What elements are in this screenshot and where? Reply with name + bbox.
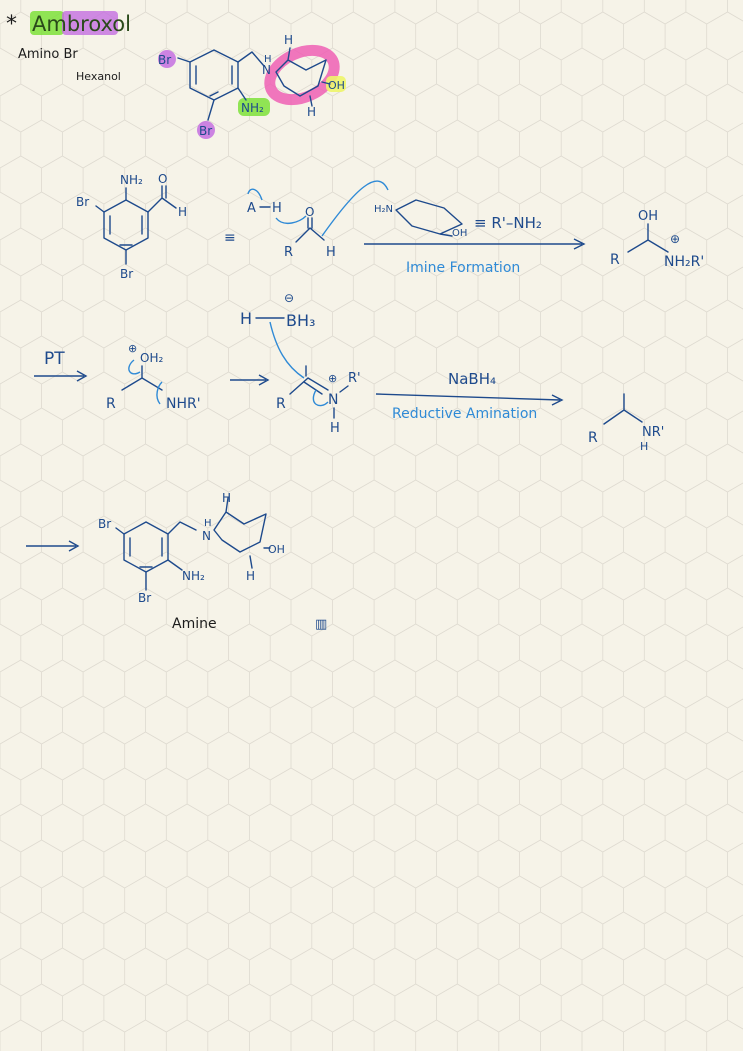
carbonyl-o: O — [305, 205, 314, 219]
acid-a: A — [247, 201, 256, 216]
ambroxol-h-bottom: H — [307, 105, 316, 119]
iminium-ion: ⊕ N R' R H — [276, 365, 361, 436]
product-h: H — [640, 440, 648, 453]
product-nr: NR' — [642, 425, 664, 440]
final-br-bottom: Br — [138, 591, 151, 605]
hemiaminal2-nhr: NHR' — [166, 396, 201, 412]
subtitle-line-1: Amino Br — [18, 47, 78, 62]
ambroxol-structure-final: Br Br NH₂ N H H H OH Amine ▥ — [98, 491, 327, 632]
br-highlight-top — [158, 50, 176, 68]
reductive-amination-label: Reductive Amination — [392, 406, 537, 422]
pt-label: PT — [44, 349, 65, 369]
amine-product: R NR' H — [588, 393, 664, 453]
oh2-label: OH₂ — [140, 351, 163, 365]
ambroxol-structure-top: Br Br NH₂ N H H H OH — [158, 33, 346, 139]
ambroxol-br-bottom: Br — [199, 124, 212, 138]
hemiaminal-r: R — [610, 252, 620, 268]
cyclohexyl-h2n: H₂N — [374, 204, 393, 215]
amine-caption: Amine — [172, 616, 217, 632]
final-h-bottom: H — [246, 569, 255, 583]
generic-carbonyl: A H O R H — [247, 180, 389, 260]
hemiaminal-oh: OH — [638, 209, 658, 224]
title-highlight-purple — [62, 11, 118, 35]
equivalence-sign: ≡ — [224, 230, 236, 246]
ambroxol-nh-h: H — [264, 54, 272, 65]
hemiaminal-nh2r: NH₂R' — [664, 254, 704, 270]
aldehyde-nh2: NH₂ — [120, 173, 143, 187]
iminium-h: H — [330, 421, 340, 436]
subtitle-line-2: Hexanol — [76, 70, 121, 83]
title-highlight-green — [30, 11, 64, 35]
ambroxol-n: N — [262, 63, 271, 77]
br-highlight-bottom — [197, 121, 215, 139]
acid-h: H — [272, 201, 282, 216]
amine-equivalence: ≡ R'–NH₂ — [474, 214, 542, 232]
aldehyde-br-bottom: Br — [120, 267, 133, 281]
arrow-to-iminium[interactable] — [230, 374, 270, 386]
borohydride-minus: ⊖ — [284, 291, 294, 305]
final-nh-h: H — [204, 518, 212, 529]
iminium-plus: ⊕ — [328, 372, 337, 385]
carbonyl-h: H — [326, 245, 336, 260]
reductive-amination-arrow[interactable]: NaBH₄ Reductive Amination — [375, 370, 564, 422]
final-nh2: NH₂ — [182, 569, 205, 583]
final-h-top: H — [222, 491, 231, 505]
cyclohexane-highlight — [264, 44, 340, 106]
hemiaminal-product: OH R ⊕ NH₂R' — [610, 209, 704, 270]
title-block: * Ambroxol Amino Br Hexanol — [6, 11, 131, 83]
cyclohexyl-oh: OH — [452, 228, 467, 239]
iminium-rprime: R' — [348, 371, 361, 386]
final-n: N — [202, 529, 211, 543]
ambroxol-h-top: H — [284, 33, 293, 47]
final-arrow[interactable] — [26, 540, 80, 552]
borohydride-bh3: BH₃ — [286, 311, 315, 330]
ambroxol-oh: OH — [328, 79, 345, 92]
title-text: Ambroxol — [32, 12, 131, 36]
oh-highlight — [326, 76, 346, 92]
aldehyde-o: O — [158, 172, 167, 186]
borohydride: ⊖ H BH₃ — [240, 291, 315, 379]
iminium-n: N — [328, 392, 338, 408]
nh2-highlight — [238, 98, 270, 116]
title-star: * — [6, 12, 17, 37]
final-oh: OH — [268, 543, 285, 556]
ambroxol-br-top: Br — [158, 53, 171, 67]
imine-formation-arrow[interactable]: Imine Formation — [364, 238, 586, 276]
protonated-hemiaminal: ⊕ OH₂ R NHR' — [106, 342, 201, 412]
borohydride-h: H — [240, 309, 252, 328]
aldehyde-br-left: Br — [76, 195, 89, 209]
imine-formation-label: Imine Formation — [406, 260, 520, 276]
ambroxol-nh2: NH₂ — [241, 101, 264, 115]
oh2-plus: ⊕ — [128, 342, 137, 355]
aldehyde-h: H — [178, 205, 187, 219]
hemiaminal2-r: R — [106, 396, 116, 412]
proton-transfer-arrow[interactable]: PT — [34, 349, 88, 382]
carbonyl-r: R — [284, 245, 293, 260]
final-br-left: Br — [98, 517, 111, 531]
iminium-r: R — [276, 396, 286, 412]
amine-cyclohexanol: H₂N OH ≡ R'–NH₂ — [374, 199, 542, 239]
page-marker-icon[interactable]: ▥ — [315, 617, 327, 632]
reagent-label: NaBH₄ — [448, 370, 496, 388]
product-r: R — [588, 430, 598, 446]
hemiaminal-plus: ⊕ — [670, 232, 680, 246]
aldehyde-structure: NH₂ O H Br Br — [76, 172, 187, 281]
